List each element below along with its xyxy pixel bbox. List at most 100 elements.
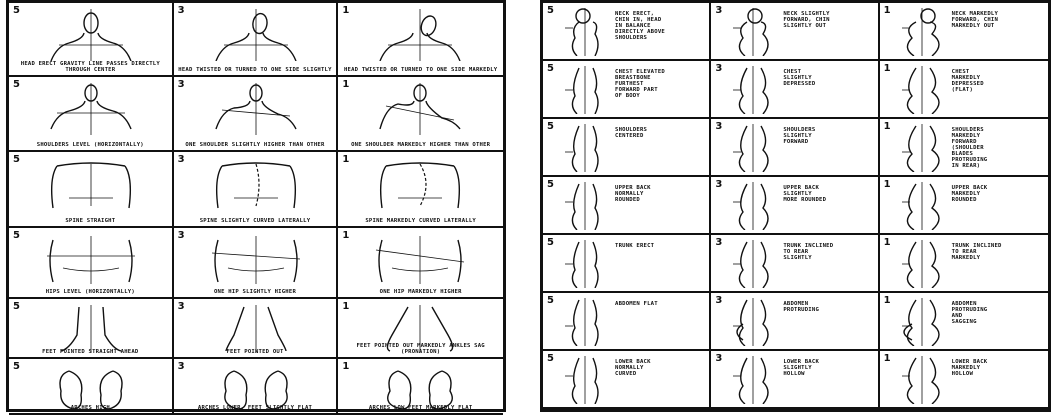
spine-score-1-cell: 1 SPINE MARKEDLY CURVED LATERALLY bbox=[338, 152, 503, 228]
chest-posture-figure bbox=[565, 66, 605, 114]
score-number: 5 bbox=[547, 63, 554, 74]
head-caption: HEAD TWISTED OR TURNED TO ONE SIDE MARKE… bbox=[342, 67, 499, 73]
shoulders-score-1-cell: 1 ONE SHOULDER MARKEDLY HIGHER THAN OTHE… bbox=[338, 77, 503, 152]
trunk-score-3-cell: 3 TRUNK INCLINED TO REAR SLIGHTLY bbox=[711, 235, 879, 293]
score-number: 5 bbox=[547, 353, 554, 364]
spine-caption: SPINE STRAIGHT bbox=[13, 218, 168, 224]
score-number: 5 bbox=[13, 154, 20, 165]
abdomen-posture-figure bbox=[733, 298, 773, 346]
shoulders-score-3-cell: 3 ONE SHOULDER SLIGHTLY HIGHER THAN OTHE… bbox=[174, 77, 339, 152]
score-number: 3 bbox=[178, 154, 185, 165]
shoulders-caption: SHOULDERS MARKEDLY FORWARD (SHOULDER BLA… bbox=[952, 127, 1046, 169]
abdomen-posture-figure bbox=[902, 298, 942, 346]
chest-posture-figure bbox=[733, 66, 773, 114]
feet-score-1-cell: 1 FEET POINTED OUT MARKEDLY ANKLES SAG (… bbox=[338, 299, 503, 359]
shoulders-posture-figure bbox=[565, 124, 605, 172]
arches-caption: ARCHES LOWER, FEET SLIGHTLY FLAT bbox=[178, 405, 333, 411]
upper-back-score-5-cell: 5 UPPER BACK NORMALLY ROUNDED bbox=[543, 177, 711, 235]
upper-back-caption: UPPER BACK SLIGHTLY MORE ROUNDED bbox=[783, 185, 875, 203]
arches-score-5-cell: 5 ARCHES HIGH bbox=[9, 359, 174, 415]
score-number: 5 bbox=[547, 5, 554, 16]
score-number: 5 bbox=[13, 301, 20, 312]
chest-score-1-cell: 1 CHEST MARKEDLY DEPRESSED (FLAT) bbox=[880, 61, 1048, 119]
score-number: 5 bbox=[13, 5, 20, 16]
score-number: 1 bbox=[884, 179, 891, 190]
abdomen-score-3-cell: 3 ABDOMEN PROTRUDING bbox=[711, 293, 879, 351]
trunk-caption: TRUNK INCLINED TO REAR SLIGHTLY bbox=[783, 243, 875, 261]
trunk-caption: TRUNK ERECT bbox=[615, 243, 707, 249]
upper-back-posture-figure bbox=[902, 182, 942, 230]
score-number: 3 bbox=[715, 179, 722, 190]
spine-score-5-cell: 5 SPINE STRAIGHT bbox=[9, 152, 174, 228]
upper-back-caption: UPPER BACK MARKEDLY ROUNDED bbox=[952, 185, 1046, 203]
score-number: 3 bbox=[178, 5, 185, 16]
spine-posture-figure bbox=[204, 158, 308, 210]
shoulders-posture-figure bbox=[902, 124, 942, 172]
feet-caption: FEET POINTED OUT bbox=[178, 349, 333, 355]
shoulders-score-5-cell: 5 SHOULDERS CENTERED bbox=[543, 119, 711, 177]
score-number: 5 bbox=[547, 121, 554, 132]
abdomen-caption: ABDOMEN PROTRUDING bbox=[783, 301, 875, 313]
head-caption: HEAD ERECT GRAVITY LINE PASSES DIRECTLY … bbox=[13, 61, 168, 73]
score-number: 3 bbox=[715, 63, 722, 74]
arches-caption: ARCHES LOW FEET MARKEDLY FLAT bbox=[342, 405, 499, 411]
abdomen-score-5-cell: 5 ABDOMEN FLAT bbox=[543, 293, 711, 351]
shoulders-posture-figure bbox=[204, 83, 308, 135]
lower-back-posture-figure bbox=[565, 356, 605, 404]
hips-score-1-cell: 1 ONE HIP MARKEDLY HIGHER bbox=[338, 228, 503, 299]
head-posture-figure bbox=[39, 9, 143, 61]
shoulders-score-1-cell: 1 SHOULDERS MARKEDLY FORWARD (SHOULDER B… bbox=[880, 119, 1048, 177]
hips-posture-figure bbox=[39, 234, 143, 286]
lower-back-caption: LOWER BACK MARKEDLY HOLLOW bbox=[952, 359, 1046, 377]
lower-back-caption: LOWER BACK NORMALLY CURVED bbox=[615, 359, 707, 377]
trunk-posture-figure bbox=[565, 240, 605, 288]
score-number: 1 bbox=[884, 63, 891, 74]
trunk-caption: TRUNK INCLINED TO REAR MARKEDLY bbox=[952, 243, 1046, 261]
shoulders-caption: ONE SHOULDER SLIGHTLY HIGHER THAN OTHER bbox=[178, 142, 333, 148]
score-number: 1 bbox=[884, 295, 891, 306]
neck-score-5-cell: 5 NECK ERECT, CHIN IN, HEAD IN BALANCE D… bbox=[543, 3, 711, 61]
hips-posture-figure bbox=[204, 234, 308, 286]
hips-caption: ONE HIP MARKEDLY HIGHER bbox=[342, 289, 499, 295]
shoulders-posture-figure bbox=[368, 83, 472, 135]
score-number: 1 bbox=[342, 301, 349, 312]
upper-back-posture-figure bbox=[733, 182, 773, 230]
abdomen-score-1-cell: 1 ABDOMEN PROTRUDING AND SAGGING bbox=[880, 293, 1048, 351]
score-number: 5 bbox=[547, 237, 554, 248]
shoulders-score-5-cell: 5 SHOULDERS LEVEL (HORIZONTALLY) bbox=[9, 77, 174, 152]
shoulders-caption: SHOULDERS CENTERED bbox=[615, 127, 707, 139]
abdomen-caption: ABDOMEN FLAT bbox=[615, 301, 707, 307]
upper-back-posture-figure bbox=[565, 182, 605, 230]
score-number: 3 bbox=[178, 361, 185, 372]
head-posture-figure bbox=[368, 9, 472, 61]
score-number: 5 bbox=[547, 179, 554, 190]
score-number: 3 bbox=[178, 79, 185, 90]
chest-posture-figure bbox=[902, 66, 942, 114]
score-number: 5 bbox=[13, 79, 20, 90]
spine-caption: SPINE SLIGHTLY CURVED LATERALLY bbox=[178, 218, 333, 224]
chest-caption: CHEST SLIGHTLY DEPRESSED bbox=[783, 69, 875, 87]
head-caption: HEAD TWISTED OR TURNED TO ONE SIDE SLIGH… bbox=[178, 67, 333, 73]
shoulders-caption: SHOULDERS SLIGHTLY FORWARD bbox=[783, 127, 875, 145]
score-number: 3 bbox=[715, 121, 722, 132]
score-number: 5 bbox=[547, 295, 554, 306]
score-number: 1 bbox=[884, 353, 891, 364]
lower-back-posture-figure bbox=[902, 356, 942, 404]
lower-back-caption: LOWER BACK SLIGHTLY HOLLOW bbox=[783, 359, 875, 377]
score-number: 1 bbox=[342, 361, 349, 372]
neck-score-1-cell: 1 NECK MARKEDLY FORWARD, CHIN MARKEDLY O… bbox=[880, 3, 1048, 61]
neck-posture-figure bbox=[902, 8, 942, 56]
chest-caption: CHEST MARKEDLY DEPRESSED (FLAT) bbox=[952, 69, 1046, 93]
feet-score-3-cell: 3 FEET POINTED OUT bbox=[174, 299, 339, 359]
hips-caption: ONE HIP SLIGHTLY HIGHER bbox=[178, 289, 333, 295]
score-number: 3 bbox=[715, 237, 722, 248]
arches-score-3-cell: 3 ARCHES LOWER, FEET SLIGHTLY FLAT bbox=[174, 359, 339, 415]
trunk-score-5-cell: 5 TRUNK ERECT bbox=[543, 235, 711, 293]
score-number: 3 bbox=[715, 353, 722, 364]
score-number: 1 bbox=[342, 79, 349, 90]
shoulders-posture-figure bbox=[39, 83, 143, 135]
score-number: 1 bbox=[342, 5, 349, 16]
neck-caption: NECK ERECT, CHIN IN, HEAD IN BALANCE DIR… bbox=[615, 11, 707, 41]
neck-caption: NECK MARKEDLY FORWARD, CHIN MARKEDLY OUT bbox=[952, 11, 1046, 29]
score-number: 3 bbox=[178, 230, 185, 241]
